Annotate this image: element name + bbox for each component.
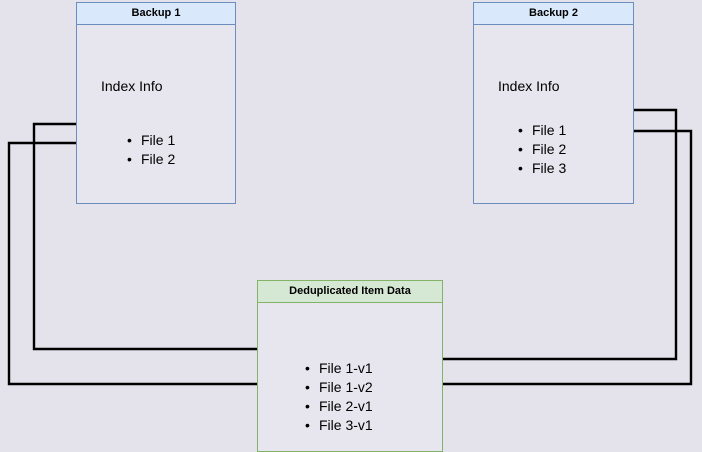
backup-2-file-list: File 1 File 2 File 3 xyxy=(518,121,566,178)
list-item: File 1 xyxy=(127,131,175,150)
list-item: File 2 xyxy=(518,140,566,159)
list-item: File 3 xyxy=(518,159,566,178)
backup-1-title: Backup 1 xyxy=(77,3,235,25)
backup-1-body: Index Info File 1 File 2 xyxy=(77,25,235,203)
backup-1-node[interactable]: Backup 1 Index Info File 1 File 2 xyxy=(76,2,236,204)
backup-2-body: Index Info File 1 File 2 File 3 xyxy=(474,25,633,203)
backup-1-file-list: File 1 File 2 xyxy=(127,131,175,169)
deduplicated-item-data-body: File 1-v1 File 1-v2 File 2-v1 File 3-v1 xyxy=(258,303,442,451)
list-item: File 1 xyxy=(518,121,566,140)
list-item: File 3-v1 xyxy=(305,416,373,435)
backup-2-node[interactable]: Backup 2 Index Info File 1 File 2 File 3 xyxy=(473,2,634,204)
list-item: File 2-v1 xyxy=(305,397,373,416)
deduplicated-item-data-title: Deduplicated Item Data xyxy=(258,281,442,303)
deduplicated-item-data-node[interactable]: Deduplicated Item Data File 1-v1 File 1-… xyxy=(257,280,443,452)
backup-2-title: Backup 2 xyxy=(474,3,633,25)
list-item: File 1-v2 xyxy=(305,378,373,397)
backup-1-index-label: Index Info xyxy=(101,78,163,94)
deduplicated-item-list: File 1-v1 File 1-v2 File 2-v1 File 3-v1 xyxy=(305,359,373,435)
diagram-canvas: Backup 1 Index Info File 1 File 2 Backup… xyxy=(0,0,702,442)
list-item: File 2 xyxy=(127,150,175,169)
list-item: File 1-v1 xyxy=(305,359,373,378)
backup-2-index-label: Index Info xyxy=(498,78,560,94)
